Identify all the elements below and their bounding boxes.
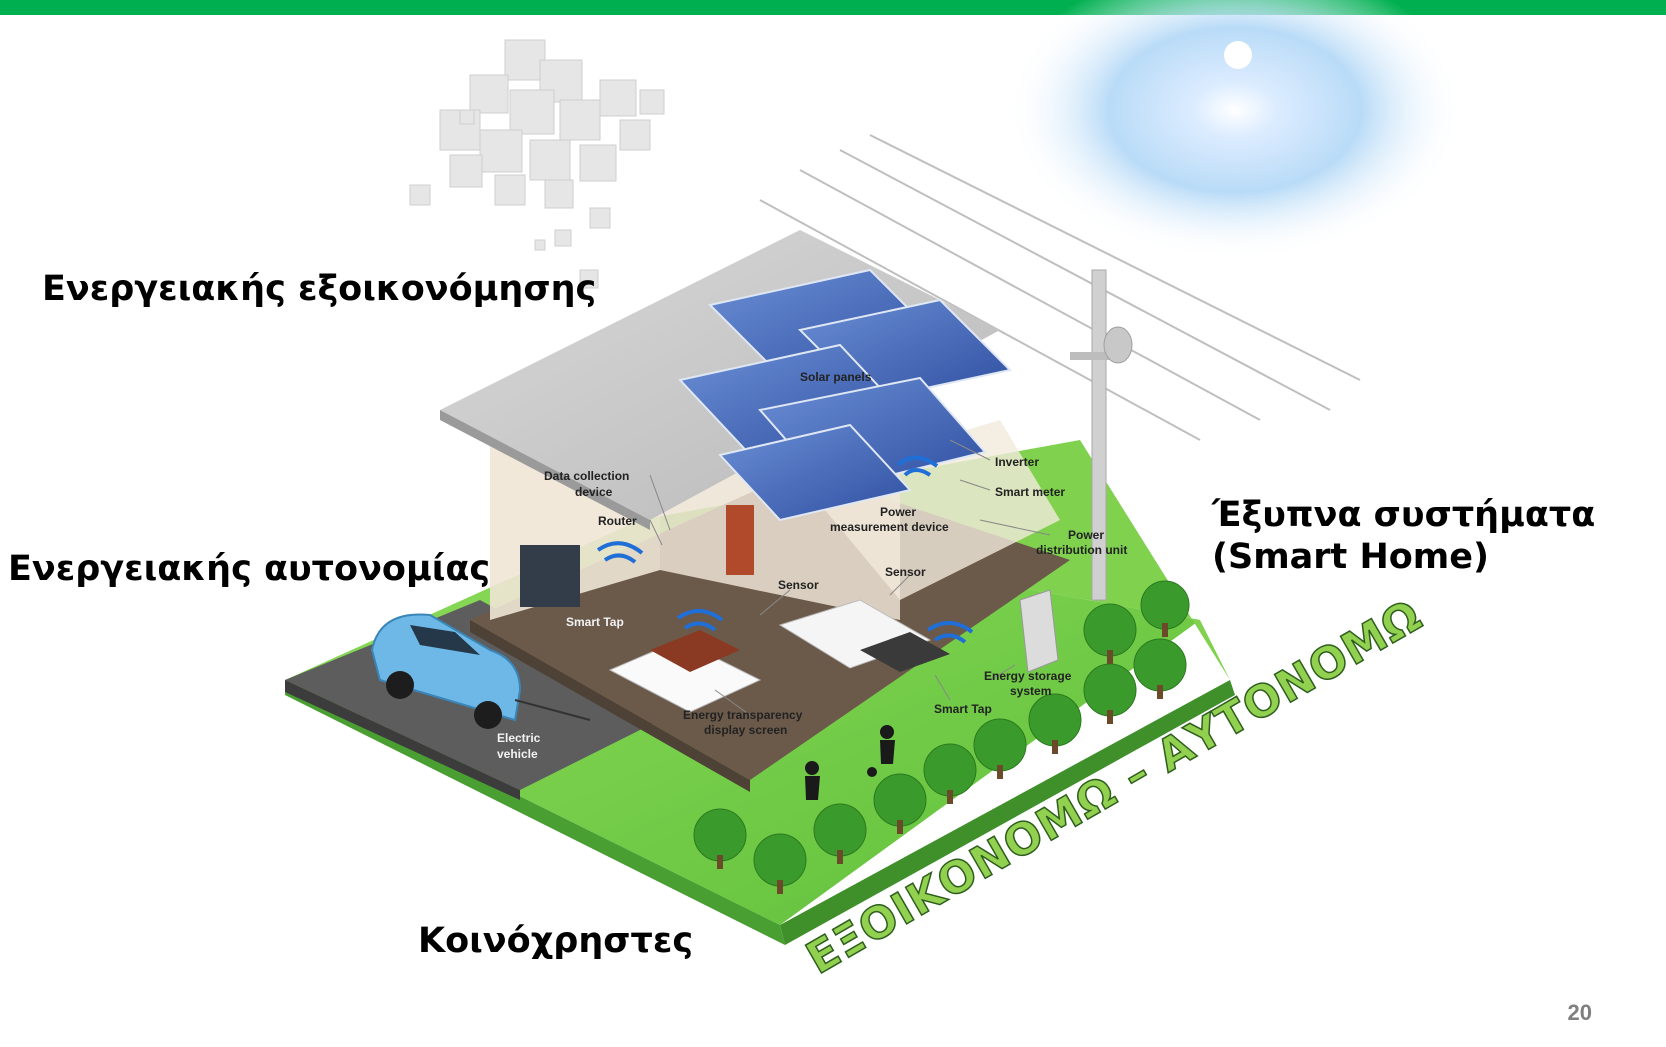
cloud-cubes-icon bbox=[409, 39, 665, 289]
wifi-icon bbox=[596, 455, 974, 644]
callout-smart-tap-left: Smart Tap bbox=[566, 615, 624, 629]
solar-panel-icon bbox=[678, 268, 1013, 522]
callout-power-distribution-line1: Power bbox=[1068, 528, 1104, 542]
label-energy-savings: Ενεργειακής εξοικονόμησης bbox=[42, 269, 597, 309]
label-energy-autonomy: Ενεργειακής αυτονομίας bbox=[8, 549, 491, 589]
energy-storage-icon bbox=[1019, 589, 1059, 673]
tree-icon bbox=[693, 580, 1190, 894]
callout-energy-transparency-line2: display screen bbox=[704, 723, 787, 737]
interior-furniture bbox=[608, 599, 950, 713]
electric-car-icon bbox=[370, 613, 591, 729]
callout-lines bbox=[649, 439, 1051, 716]
page-number: 20 bbox=[1567, 1000, 1592, 1025]
callout-energy-storage-line2: system bbox=[1010, 684, 1051, 698]
callout-data-collection-line2: device bbox=[575, 485, 613, 499]
callout-electric-vehicle-line2: vehicle bbox=[497, 747, 538, 761]
callout-energy-transparency-line1: Energy transparency bbox=[683, 708, 803, 722]
callout-smart-tap-right: Smart Tap bbox=[934, 702, 992, 716]
callout-smart-meter: Smart meter bbox=[995, 485, 1065, 499]
callout-power-measurement-line2: measurement device bbox=[830, 520, 949, 534]
callout-energy-storage-line1: Energy storage bbox=[984, 669, 1072, 683]
label-smart-systems-line1: Έξυπνα συστήματα bbox=[1212, 495, 1596, 535]
label-common-areas: Κοινόχρηστες bbox=[418, 921, 694, 961]
callout-power-distribution-line2: distribution unit bbox=[1036, 543, 1127, 557]
callout-data-collection-line1: Data collection bbox=[544, 469, 629, 483]
utility-pole-icon bbox=[1070, 269, 1133, 601]
callout-electric-vehicle-line1: Electric bbox=[497, 731, 541, 745]
people-icon bbox=[805, 725, 895, 800]
callout-solar-panels: Solar panels bbox=[800, 370, 872, 384]
label-smart-systems: Έξυπνα συστήματα (Smart Home) bbox=[1212, 494, 1595, 578]
label-smart-systems-line2: (Smart Home) bbox=[1212, 537, 1490, 577]
callout-power-measurement-line1: Power bbox=[880, 505, 916, 519]
callout-inverter: Inverter bbox=[995, 455, 1039, 469]
callout-sensor-left: Sensor bbox=[778, 578, 819, 592]
callout-router: Router bbox=[598, 514, 637, 528]
callout-sensor-right: Sensor bbox=[885, 565, 926, 579]
sun-icon bbox=[1005, 0, 1465, 260]
